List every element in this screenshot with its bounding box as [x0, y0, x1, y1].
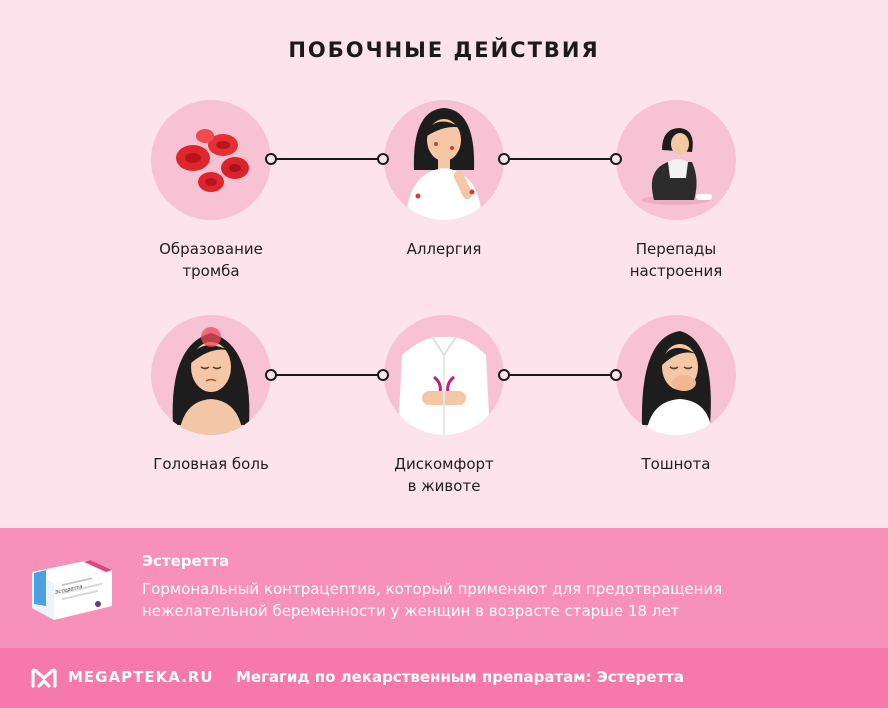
nausea-woman-icon: [616, 315, 736, 435]
headache-woman-icon: [151, 315, 271, 435]
footer: MEGAPTEKA.RU Мегагид по лекарственным пр…: [0, 648, 888, 708]
page-title: ПОБОЧНЫЕ ДЕЙСТВИЯ: [288, 38, 600, 62]
allergy-woman-icon: [384, 100, 504, 220]
connector-line: [508, 374, 614, 376]
product-box-image: Эстеретта: [28, 546, 116, 624]
product-info-band: Эстеретта Эстеретта Гормональный контрац…: [0, 528, 888, 648]
megapteka-logo-icon: [31, 668, 57, 688]
connector-dot: [265, 153, 277, 165]
connector-dot: [610, 153, 622, 165]
connector-line: [508, 158, 614, 160]
connector-dot: [377, 369, 389, 381]
effect-label-headache: Головная боль: [153, 455, 269, 473]
product-description: Гормональный контрацептив, который приме…: [142, 580, 723, 620]
connector-line: [275, 158, 381, 160]
effect-label-allergy: Аллергия: [406, 240, 482, 258]
stomach-pain-icon: [384, 315, 504, 435]
product-name: Эстеретта: [142, 552, 230, 570]
connector-dot: [610, 369, 622, 381]
connector-dot: [265, 369, 277, 381]
connector-line: [275, 374, 381, 376]
logo-text[interactable]: MEGAPTEKA.RU: [68, 668, 214, 686]
effect-label-nausea: Тошнота: [641, 455, 711, 473]
connector-dot: [498, 153, 510, 165]
blood-cells-icon: [151, 100, 271, 220]
footer-caption: Мегагид по лекарственным препаратам: Эст…: [236, 668, 684, 686]
connector-dot: [377, 153, 389, 165]
sad-woman-icon: [616, 100, 736, 220]
connector-dot: [498, 369, 510, 381]
